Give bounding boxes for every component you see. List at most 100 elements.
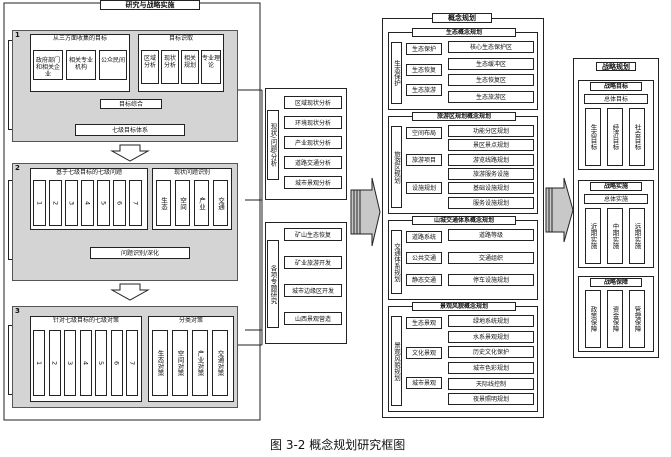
problem-type-2: 空间: [175, 180, 190, 226]
target-item-gov: 政府部门和相关企业: [33, 50, 63, 80]
study-item-3: 城市边缘区开发: [284, 284, 342, 297]
target-item-theory: 专业理论: [201, 50, 221, 84]
problem-item-3: 3: [65, 180, 78, 226]
center-mid-4-2: 文化景观: [406, 347, 442, 359]
center-title: 概念规划: [432, 13, 492, 23]
right-block-sub-2: 总体实施: [584, 194, 648, 204]
center-right-4-2: 水系景观规划: [448, 330, 534, 343]
center-mid-3-3: 静态交通: [406, 273, 442, 286]
center-right-4-3: 历史文化保护: [448, 346, 534, 359]
right-block-title-2: 战略实施: [590, 182, 642, 191]
center-mid-4-3: 城市景观: [406, 377, 442, 389]
problem-type-3: 产业: [194, 180, 209, 226]
center-mid-2-3: 设施规划: [406, 181, 442, 194]
middle-item-3: 产业现状分析: [284, 136, 342, 149]
strategy-type-1: 生态对策: [152, 330, 168, 396]
center-right-3-2: 交通组织: [448, 251, 534, 264]
middle-item-4: 道路交通分析: [284, 156, 342, 169]
target-item-org: 相关专业机构: [66, 50, 96, 80]
center-mid-4-1: 生态景观: [406, 317, 442, 329]
center-right-4-1: 绿地系统规划: [448, 315, 534, 327]
center-mid-3-2: 公共交通: [406, 252, 442, 265]
right-item-2-3: 远期实施: [629, 208, 645, 264]
center-right-3-3: 停车设施规划: [448, 274, 534, 287]
problem-type-1: 生态: [156, 180, 171, 226]
target-item-public: 公众民间: [99, 50, 127, 80]
middle-item-1: 区域现状分析: [284, 96, 342, 109]
center-right-3-1: 道路等级: [448, 229, 534, 241]
right-block-title-1: 战略目标: [590, 82, 642, 91]
target-synthesis: 目标综合: [100, 99, 162, 109]
right-item-3-2: 资金保障: [607, 290, 623, 348]
problem-group-1-title: 基于七级目标的七级问题: [55, 169, 122, 176]
target-item-status: 现状分析: [161, 50, 179, 84]
right-item-1-3: 社会目标: [629, 108, 645, 166]
center-right-4-5: 天际线控制: [448, 377, 534, 390]
problem-item-7: 7: [129, 180, 142, 226]
right-title: 战略规划: [596, 62, 636, 71]
problem-item-4: 4: [81, 180, 94, 226]
center-right-1-1: 核心生态保护区: [448, 41, 534, 53]
center-mid-3-1: 道路系统: [406, 231, 442, 243]
center-mid-1-3: 生态旅游: [406, 84, 442, 97]
strategy-item-1: 1: [33, 330, 45, 396]
problem-item-1: 1: [33, 180, 46, 226]
target-group-1-title: 从三方面收集的目标: [52, 35, 107, 42]
center-right-1-4: 生态旅游区: [448, 90, 534, 103]
strategy-type-4: 交通对策: [212, 330, 228, 396]
right-item-3-1: 政策保障: [585, 290, 601, 348]
problem-item-6: 6: [113, 180, 126, 226]
right-item-2-2: 中期实施: [607, 208, 623, 264]
center-section-title-1: 生态概念规划: [412, 28, 516, 37]
left-title: 研究与战略实施: [100, 0, 200, 10]
center-section-side-1: 生态保护: [391, 42, 402, 104]
center-right-1-2: 生态缓冲区: [448, 57, 534, 70]
strategy-item-4: 4: [79, 330, 92, 396]
center-section-title-3: 山城交通体系概念规划: [412, 216, 516, 225]
strategy-item-7: 7: [126, 330, 138, 396]
center-right-1-3: 生态恢复区: [448, 74, 534, 86]
center-right-2-3: 游览线路规划: [448, 153, 534, 166]
panel-number-2: 2: [15, 164, 20, 172]
strategy-type-2: 空间对策: [172, 330, 188, 396]
right-block-sub-1: 总体目标: [584, 94, 648, 104]
study-item-2: 矿业旅游开发: [284, 256, 342, 269]
middle-item-5: 城市景观分析: [284, 176, 342, 189]
right-item-1-1: 生态目标: [585, 108, 601, 166]
center-right-2-6: 服务设施规划: [448, 196, 534, 209]
study-item-4: 山西景观营造: [284, 312, 342, 325]
strategy-item-5: 5: [95, 330, 107, 396]
panel-number-3: 3: [15, 307, 20, 315]
strategy-item-3: 3: [64, 330, 76, 396]
target-item-region: 区域分析: [141, 50, 159, 84]
target-item-plan: 相关规划: [181, 50, 199, 84]
center-right-2-4: 旅游服务设施: [448, 168, 534, 180]
middle-item-2: 环境现状分析: [284, 116, 342, 129]
center-mid-2-2: 旅游项目: [406, 154, 442, 167]
center-section-title-4: 景观风貌概念规划: [412, 302, 516, 311]
center-right-4-4: 城市色彩规划: [448, 362, 534, 374]
strategy-group-2-title: 分类对策: [178, 317, 203, 324]
center-right-2-1: 功能分区规划: [448, 125, 534, 137]
strategy-item-6: 6: [110, 330, 123, 396]
strategy-type-3: 产业对策: [192, 330, 208, 396]
target-group-2-title: 目标识取: [168, 35, 193, 42]
problem-type-4: 交通: [213, 180, 228, 226]
center-section-side-4: 景观风貌规划: [391, 316, 402, 406]
center-mid-1-1: 生态保护: [406, 43, 442, 55]
problem-item-5: 5: [97, 180, 110, 226]
center-right-4-6: 夜景照明规划: [448, 393, 534, 406]
middle-group-2-label: 各项专题研究: [267, 240, 279, 328]
center-section-side-2: 旅游区规划: [391, 126, 402, 208]
right-item-3-3: 管理保障: [629, 290, 645, 348]
center-right-2-5: 基础设施规划: [448, 182, 534, 195]
problem-item-2: 2: [49, 180, 62, 226]
center-mid-1-2: 生态恢复: [406, 63, 442, 76]
problem-group-2-title: 现状问题识别: [173, 169, 210, 176]
center-right-2-2: 景区景点规划: [448, 139, 534, 152]
strategy-item-2: 2: [48, 330, 61, 396]
middle-group-1-label: 现状/问题/分析: [267, 110, 279, 180]
panel-number-1: 1: [15, 31, 20, 39]
center-section-side-3: 交通体系规划: [391, 230, 402, 294]
